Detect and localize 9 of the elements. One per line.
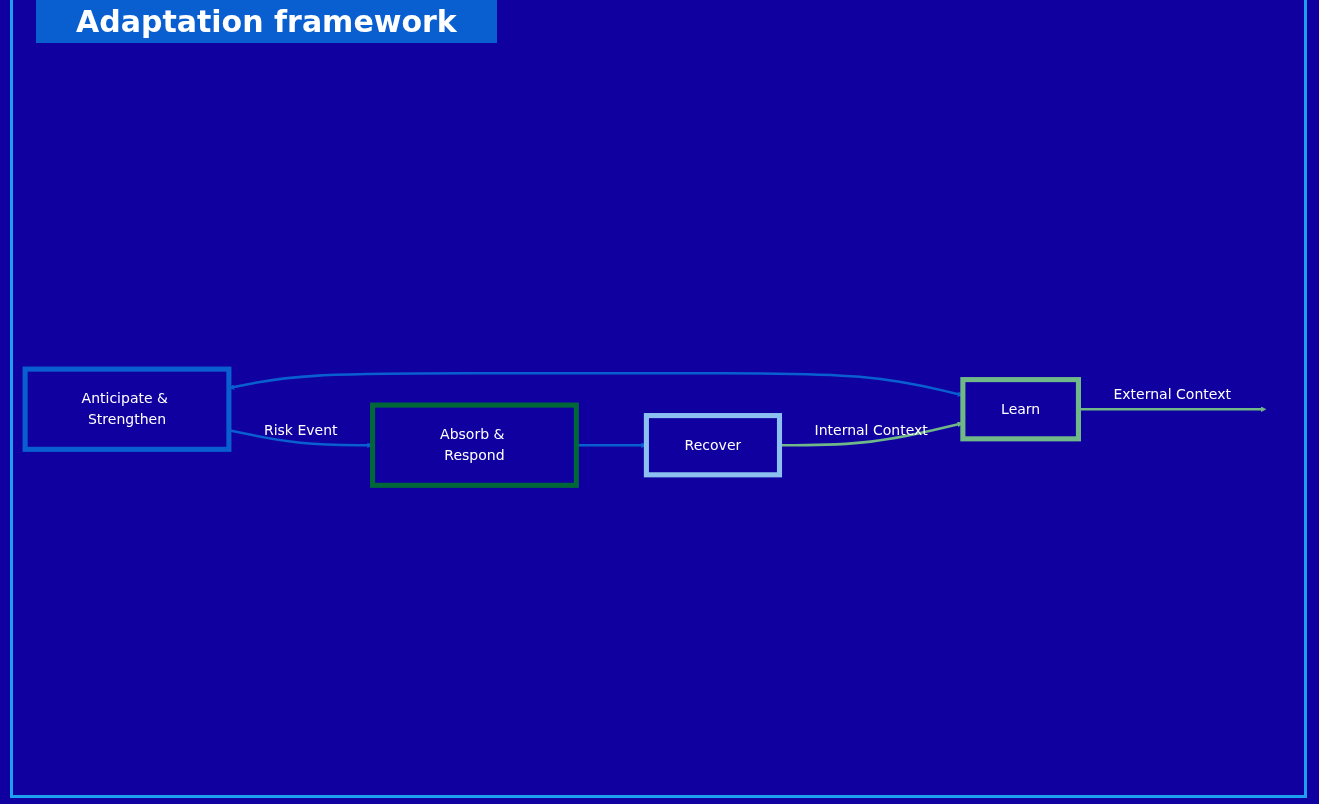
node-box: Recover [643, 413, 783, 478]
edge-label: External Context [1113, 386, 1231, 403]
node-box: Learn [960, 377, 1081, 442]
edge-label: Risk Event [263, 422, 338, 439]
node-box: Absorb & Respond [370, 402, 579, 489]
node-box: Anticipate & Strengthen [22, 366, 232, 453]
arrow [576, 442, 647, 449]
title-banner: Adaptation framework [36, 0, 497, 43]
edge-label: Internal Context [814, 422, 928, 439]
